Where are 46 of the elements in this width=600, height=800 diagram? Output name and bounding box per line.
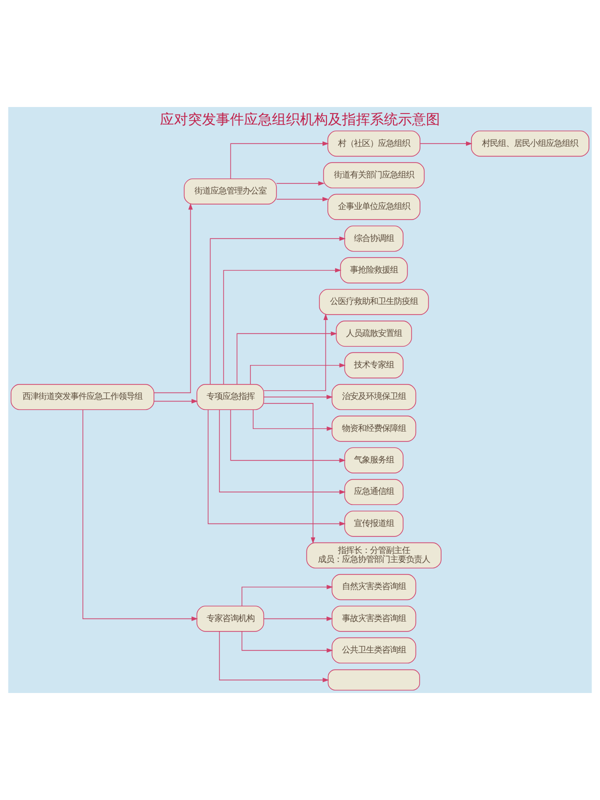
diagram-title: 应对突发事件应急组织机构及指挥系统示意图 (160, 112, 440, 128)
node-box: 专项应急指挥 (196, 384, 264, 410)
arrow (82, 410, 198, 621)
node-box: 街道应急管理办公室 (184, 178, 277, 204)
node-box: 村民组、居民小组应急组织 (471, 130, 590, 157)
arrow (264, 314, 328, 392)
arrow (420, 141, 472, 146)
node-box (328, 669, 420, 691)
arrow (219, 409, 346, 494)
arrow (252, 409, 334, 431)
arrow (263, 616, 333, 621)
arrow (154, 203, 193, 394)
arrow (236, 331, 338, 385)
node-box: 自然灾害类咨询组 (332, 574, 416, 600)
arrow (219, 631, 330, 682)
node-box: 技术专家组 (344, 352, 404, 378)
node-box: 指挥长：分管副主任 成员：应急协管部门主要负责人 (306, 542, 442, 568)
node-box: 事故灾害类咨询组 (332, 606, 416, 632)
arrow (210, 236, 346, 385)
node-box: 治安及环境保卫组 (332, 384, 416, 410)
node-box: 企事业单位应急组织 (327, 194, 420, 220)
node-box: 宣传报道组 (344, 510, 404, 537)
node-box: 人员疏散安置组 (336, 320, 412, 347)
arrow (208, 410, 346, 526)
node-box: 气象服务组 (344, 447, 404, 474)
node-box: 事抢险救援组 (340, 257, 408, 284)
node-box: 专家咨询机构 (196, 606, 264, 632)
arrow (263, 394, 333, 400)
arrow (250, 363, 346, 385)
arrow (230, 409, 346, 463)
node-box: 公共卫生类咨询组 (332, 637, 416, 664)
arrow (264, 403, 316, 544)
node-box: 西津街道突发事件应急工作领导组 (10, 384, 154, 410)
arrow (223, 268, 342, 385)
node-box: 应急通信组 (344, 479, 404, 506)
arrow (154, 399, 198, 404)
arrow (242, 631, 334, 653)
arrow (276, 196, 329, 202)
arrow (230, 141, 329, 179)
node-box: 村（社区）应急组织 (327, 130, 420, 157)
arrow (276, 181, 325, 186)
node-box: 物资和经费保障组 (332, 416, 416, 442)
node-box: 街道有关部门应急组织 (323, 162, 425, 188)
node-box: 综合协调组 (344, 226, 404, 252)
node-box: 公医疗救助和卫生防疫组 (319, 288, 429, 315)
arrow (242, 584, 334, 606)
